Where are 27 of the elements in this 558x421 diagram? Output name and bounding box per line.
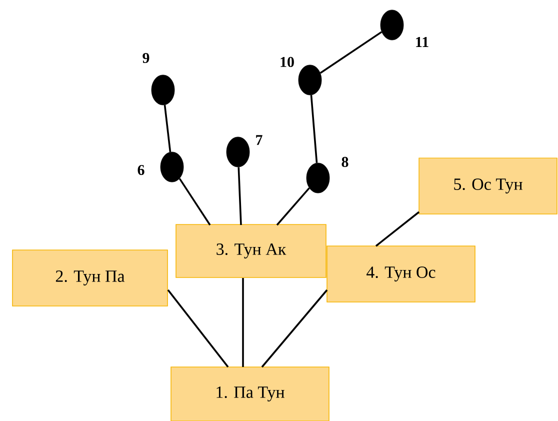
connector-line <box>375 211 420 247</box>
connector-line <box>178 178 211 226</box>
dot <box>160 152 184 182</box>
number-label: 8 <box>342 156 348 168</box>
number-label: 11 <box>416 37 428 47</box>
connector-line <box>261 289 328 368</box>
connector-line <box>238 167 242 226</box>
connector-line <box>167 289 229 368</box>
text-box: 2. Тун Па <box>12 250 168 306</box>
connector-line <box>310 95 318 163</box>
number-label: 6 <box>138 164 144 176</box>
dot <box>151 74 175 106</box>
connector-line <box>164 104 172 152</box>
dot <box>298 64 322 96</box>
number-label: 7 <box>256 135 262 145</box>
text-box: 3. Тун Ак <box>176 224 326 278</box>
text-box: 4. Тун Ос <box>326 246 476 302</box>
number-label: 10 <box>280 56 294 68</box>
text-box: 1. Па Тун <box>170 366 330 421</box>
connector-line <box>320 31 382 74</box>
dot <box>306 162 330 194</box>
number-label: 9 <box>142 52 150 64</box>
text-box: 5. Ос Тун <box>418 158 558 214</box>
connector-line <box>276 187 310 226</box>
connector-line <box>242 278 244 367</box>
dot <box>226 136 250 168</box>
dot <box>380 10 404 40</box>
